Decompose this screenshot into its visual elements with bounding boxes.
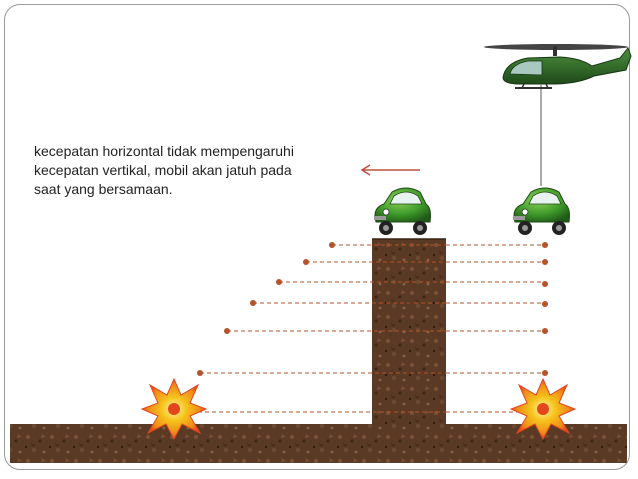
- arrow-left-icon: [360, 164, 420, 176]
- projectile-trajectory: [177, 244, 446, 413]
- caption-line-3: saat yang bersamaan.: [34, 181, 173, 197]
- freefall-trajectory: [446, 244, 545, 413]
- car-icon: [374, 187, 431, 235]
- caption-line-2: kecepatan vertikal, mobil akan jatuh pad…: [34, 162, 292, 178]
- freefall-points: [542, 242, 548, 376]
- cliff: [372, 239, 446, 429]
- caption-line-1: kecepatan horizontal tidak mempengaruhi: [34, 143, 294, 159]
- projectile-points: [197, 242, 335, 376]
- explosion-icon: [509, 377, 577, 441]
- car-icon: [513, 187, 570, 235]
- caption-text: kecepatan horizontal tidak mempengaruhi …: [34, 142, 354, 199]
- helicopter-icon: [484, 44, 632, 89]
- explosion-icon: [140, 377, 208, 441]
- ground: [10, 424, 627, 463]
